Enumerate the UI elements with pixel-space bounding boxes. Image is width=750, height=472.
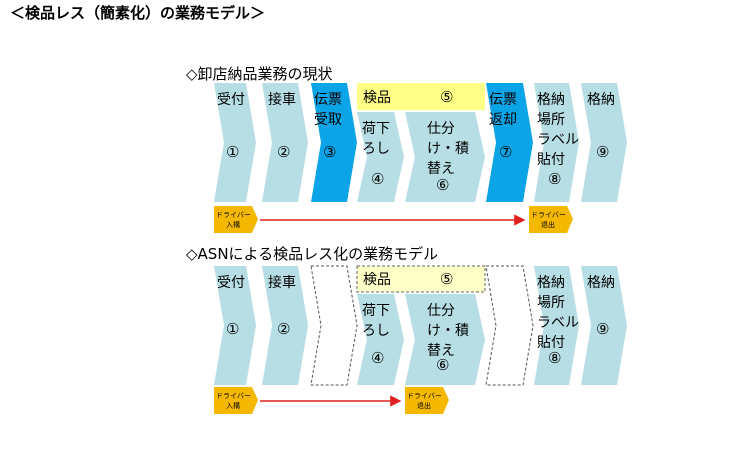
asn-inspection-label: 検品 [363, 272, 391, 288]
asn-removed-step-3 [310, 265, 358, 386]
current-driver-in-label: ドライバー [216, 211, 251, 219]
current-inspection-label: 検品 [363, 90, 391, 106]
asn-step-5-chevron [534, 266, 579, 385]
current-step-2-chevron [262, 83, 308, 202]
current-step-2-number: ② [277, 143, 290, 161]
current-step-5-chevron [405, 112, 485, 202]
current-step-7-label: ラベル [537, 132, 579, 148]
asn-step-4-label: 仕分 [427, 303, 455, 319]
asn-step-2-chevron [262, 266, 308, 385]
asn-inspection-bar [356, 265, 486, 293]
current-step-3-number: ③ [323, 143, 336, 161]
current-step-5-number: ⑥ [436, 176, 449, 194]
asn-driver-in-label: 入構 [226, 401, 240, 410]
asn-step-3-chevron [357, 294, 404, 385]
current-step-1-label: 受付 [217, 92, 245, 108]
asn-step-5-label: ラベル [537, 315, 579, 331]
asn-step-5-label: 格納 [537, 275, 565, 291]
asn-step-3-label: 荷下 [362, 303, 390, 319]
current-step-4-number: ④ [371, 170, 384, 188]
current-section-heading: ◇卸店納品業務の現状 [186, 65, 333, 83]
current-driver-in-tag [214, 206, 258, 233]
current-inspection-number: ⑤ [440, 88, 453, 106]
asn-step-1-chevron [214, 266, 256, 385]
asn-step-6-label: 格納 [587, 275, 615, 291]
current-driver-out-label: ドライバー [531, 211, 566, 219]
current-step-7-label: 場所 [537, 112, 565, 128]
current-step-7-label: 貼付 [537, 152, 565, 168]
asn-step-4-chevron [405, 294, 485, 385]
asn-step-5-label: 貼付 [537, 335, 565, 351]
current-step-1-number: ① [226, 143, 239, 161]
asn-step-6-number: ⑨ [596, 320, 609, 338]
asn-step-1-label: 受付 [217, 275, 245, 291]
current-step-3-label: 伝票 [314, 92, 342, 108]
current-step-3-label: 受取 [314, 112, 342, 128]
current-step-4-label: ろし [362, 141, 390, 157]
asn-inspection-number: ⑤ [440, 270, 453, 288]
asn-driver-out-label: ドライバー [407, 392, 442, 400]
current-step-2-label: 接車 [268, 91, 296, 108]
current-step-4-chevron [357, 112, 404, 202]
asn-driver-in-tag [214, 387, 258, 414]
current-step-6-chevron [486, 83, 533, 202]
current-step-1-chevron [214, 83, 256, 202]
asn-step-5-label: 場所 [537, 295, 565, 311]
asn-removed-step-7 [485, 265, 534, 386]
asn-step-3-label: ろし [362, 323, 390, 339]
current-driver-out-tag [529, 206, 573, 233]
current-step-4-label: 荷下 [362, 121, 390, 137]
asn-step-2-label: 接車 [268, 274, 296, 291]
asn-step-4-number: ⑥ [436, 356, 449, 374]
asn-step-3-number: ④ [371, 349, 384, 367]
asn-driver-out-label: 退出 [417, 401, 431, 410]
current-step-5-label: け・積 [427, 141, 469, 157]
current-step-6-label: 返却 [489, 112, 517, 128]
asn-step-4-label: 替え [427, 343, 455, 359]
asn-step-2-number: ② [277, 320, 290, 338]
current-step-8-chevron [581, 83, 627, 202]
current-step-8-label: 格納 [587, 92, 615, 108]
current-step-8-number: ⑨ [596, 143, 609, 161]
asn-step-6-chevron [581, 266, 627, 385]
current-step-6-number: ⑦ [499, 143, 512, 161]
asn-section-heading: ◇ASNによる検品レス化の業務モデル [186, 245, 439, 263]
current-step-3-chevron [311, 83, 357, 202]
asn-driver-out-tag [405, 387, 449, 414]
current-inspection-bar [357, 83, 485, 110]
current-step-6-label: 伝票 [489, 92, 517, 108]
asn-step-4-label: け・積 [427, 323, 469, 339]
current-step-7-number: ⑧ [548, 170, 561, 188]
current-step-5-label: 替え [427, 161, 455, 177]
asn-step-5-number: ⑧ [548, 349, 561, 367]
current-step-5-label: 仕分 [427, 121, 455, 137]
current-step-7-label: 格納 [537, 92, 565, 108]
current-step-7-chevron [534, 83, 579, 202]
current-driver-out-label: 退出 [541, 220, 555, 229]
asn-driver-in-label: ドライバー [216, 392, 251, 400]
current-driver-in-label: 入構 [226, 220, 240, 229]
asn-step-1-number: ① [226, 320, 239, 338]
page-title: ＜検品レス（簡素化）の業務モデル＞ [10, 4, 266, 22]
